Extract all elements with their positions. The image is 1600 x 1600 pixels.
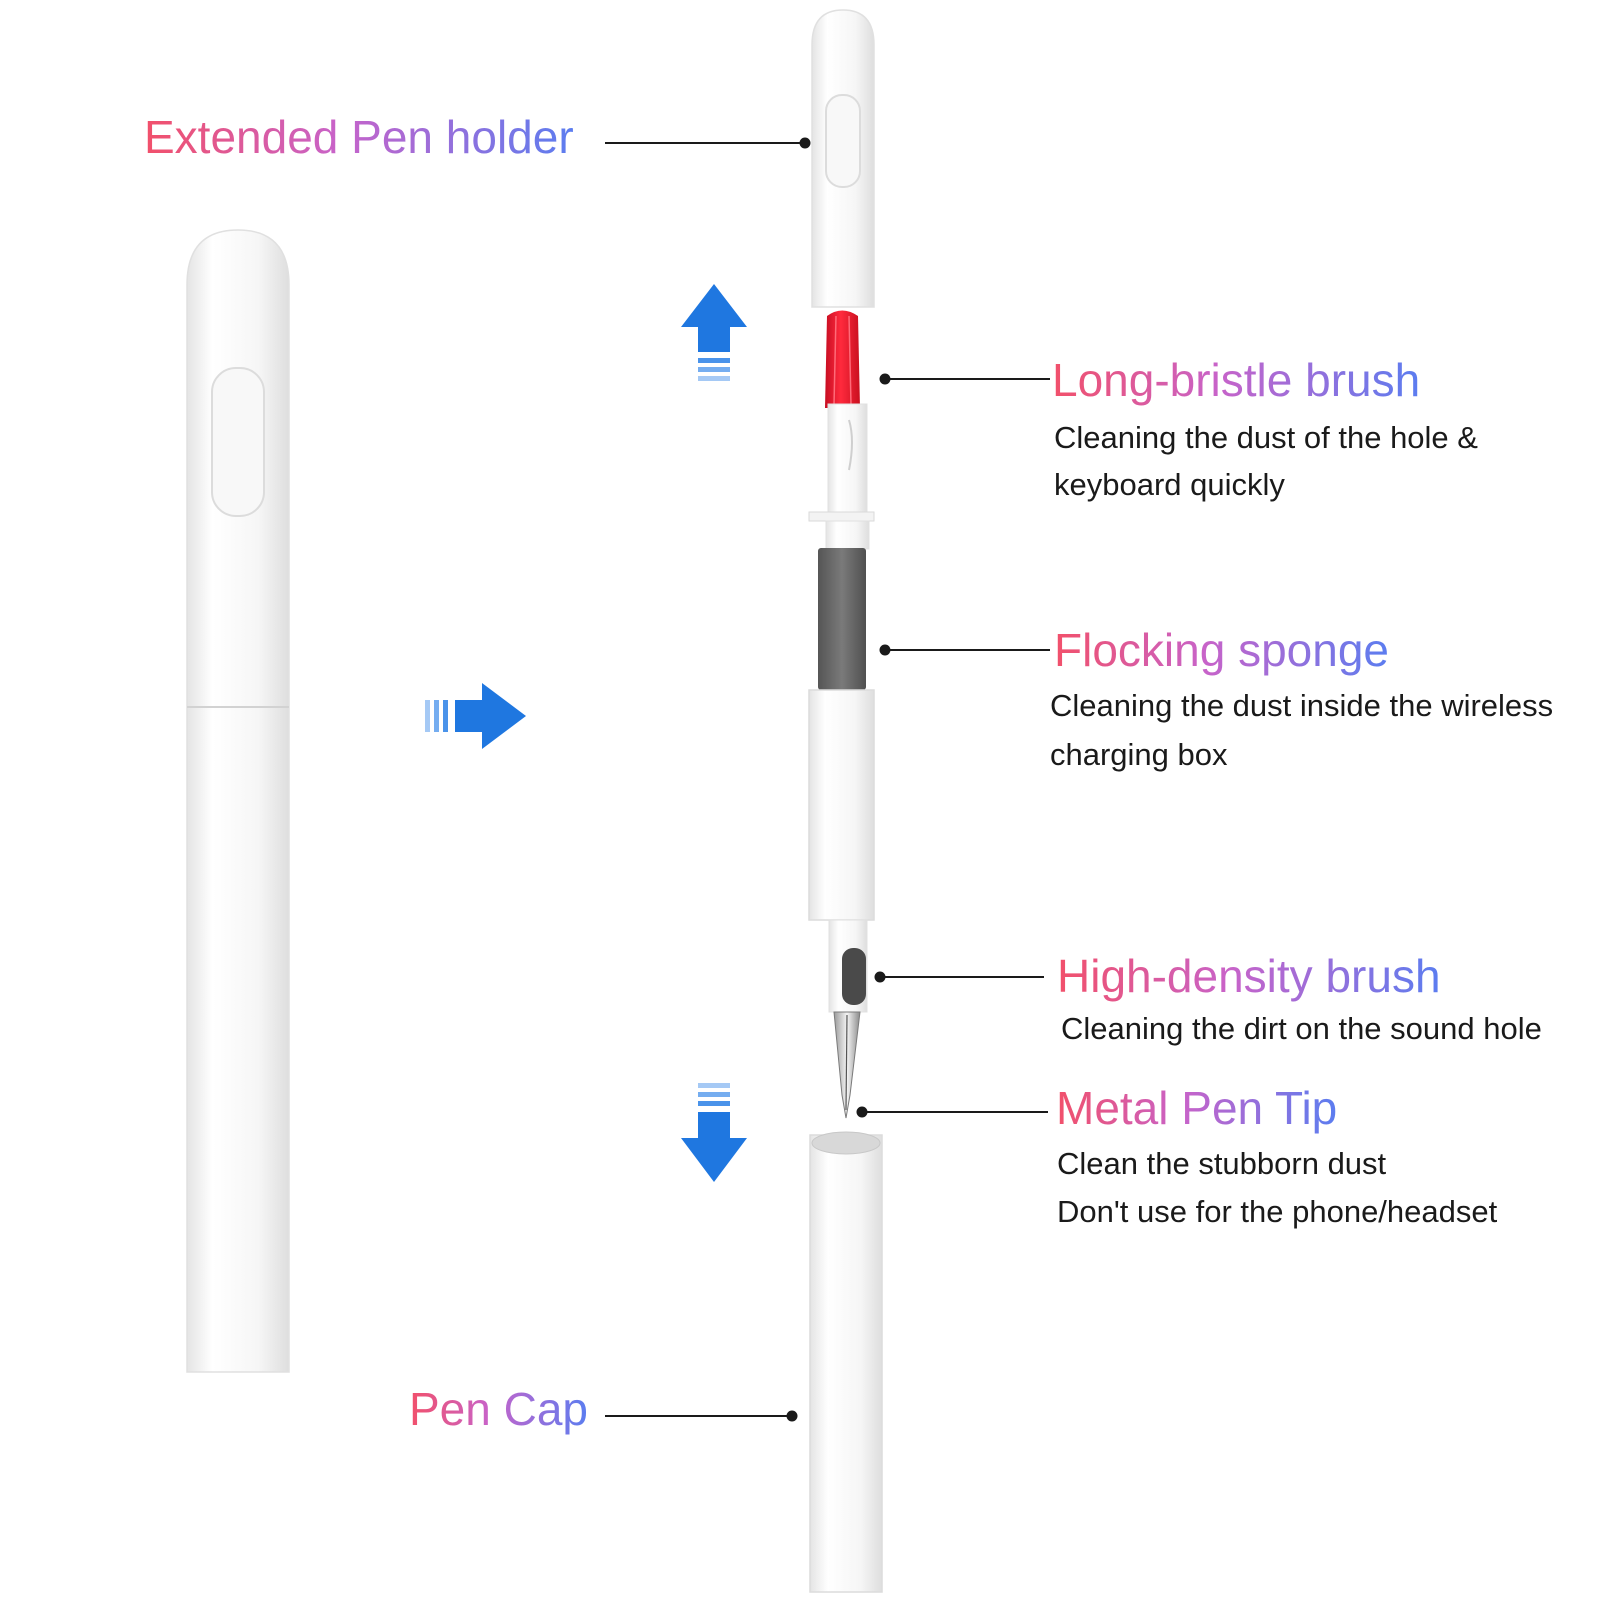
arrow-up-icon [681, 284, 747, 381]
label-pen-cap: Pen Cap [409, 1383, 589, 1435]
desc-long-bristle-line-1: Cleaning the dust of the hole & [1054, 420, 1478, 455]
label-high-density-brush: High-density brush [1057, 950, 1441, 1002]
arrow-right-icon [425, 683, 526, 749]
flocking-sponge-part [818, 548, 866, 690]
label-metal-pen-tip: Metal Pen Tip [1056, 1082, 1338, 1134]
label-flocking-sponge: Flocking sponge [1054, 624, 1389, 676]
arrow-down-icon [681, 1083, 747, 1182]
desc-long-bristle-line-2: keyboard quickly [1054, 467, 1285, 502]
pen-clip-button [211, 367, 265, 517]
label-extended-pen-holder: Extended Pen holder [144, 111, 574, 163]
desc-high-density-line-1: Cleaning the dirt on the sound hole [1061, 1011, 1542, 1046]
desc-flocking-sponge-line-1: Cleaning the dust inside the wireless [1050, 688, 1554, 723]
desc-metal-pen-tip-line-1: Clean the stubborn dust [1057, 1146, 1387, 1181]
leader-lines [605, 137, 1050, 1422]
pen-cap-part [809, 1134, 883, 1593]
assembled-pen [186, 229, 290, 1373]
exploded-pen [808, 9, 883, 1593]
desc-flocking-sponge-line-2: charging box [1050, 737, 1228, 772]
high-density-brush-part [842, 948, 866, 1005]
desc-metal-pen-tip-line-2: Don't use for the phone/headset [1057, 1194, 1498, 1229]
label-long-bristle-brush: Long-bristle brush [1052, 354, 1421, 406]
long-bristle-brush-part [825, 310, 860, 408]
